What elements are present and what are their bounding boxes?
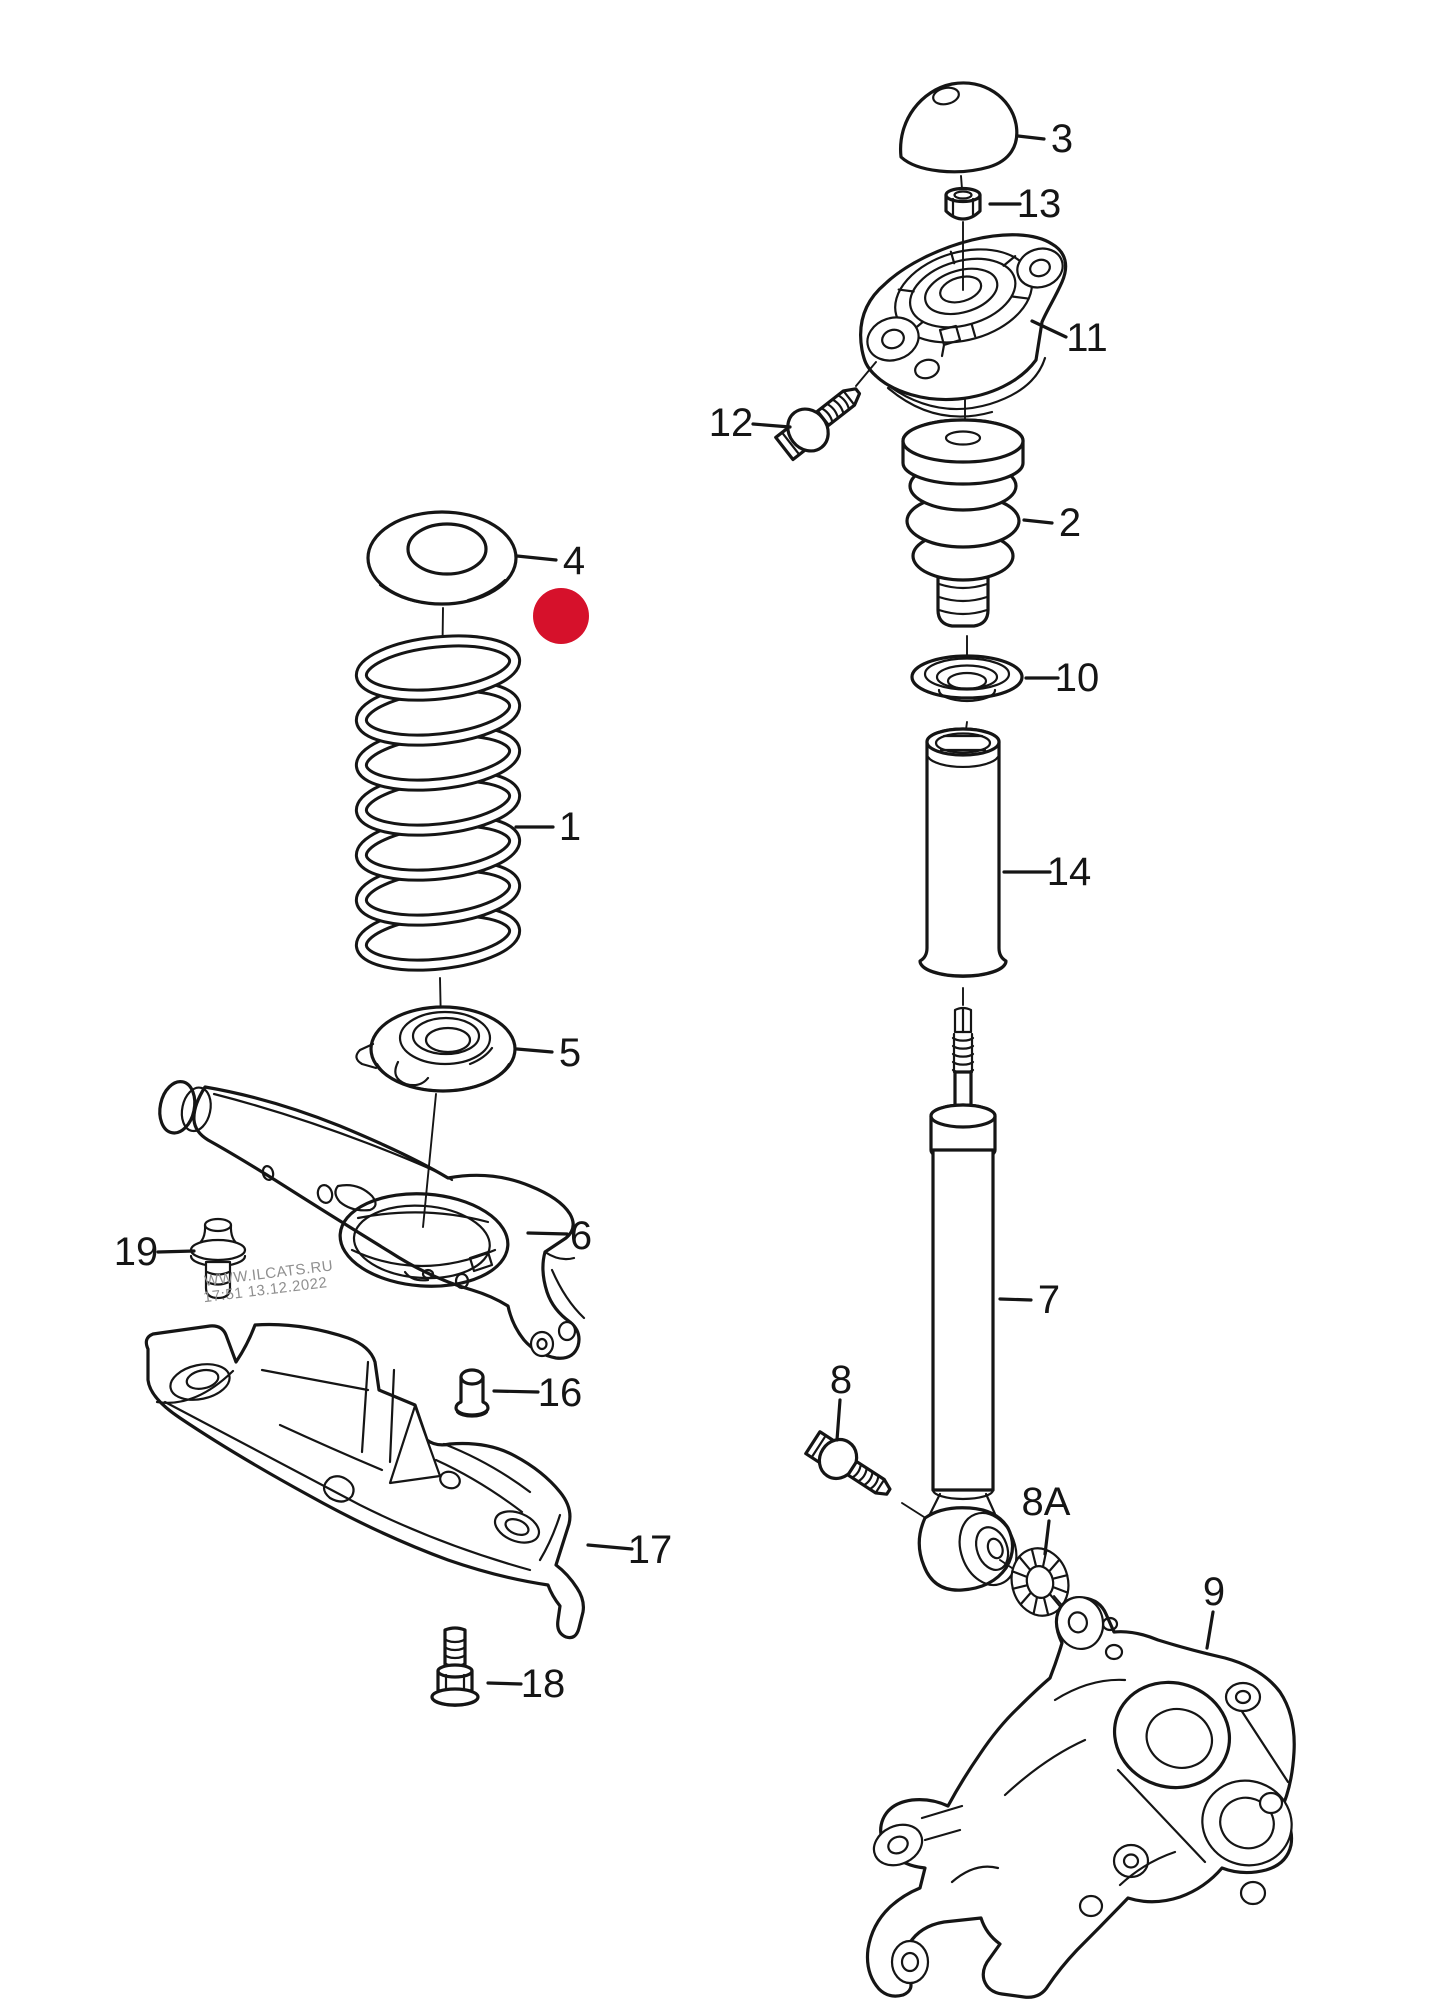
callout-leader-11	[1030, 319, 1068, 339]
axis-cap-nut	[960, 175, 963, 190]
callout-leader-2	[1022, 518, 1054, 525]
callout-leader-8A	[1043, 1519, 1051, 1556]
callout-label-11-suspension-strut-mount: 11	[1066, 316, 1108, 360]
callout-label-7-shock-absorber: 7	[1038, 1278, 1060, 1322]
part-10-spring-washer	[910, 654, 1024, 703]
part-5-lower-spring-seat	[355, 1005, 517, 1093]
callout-leader-9	[1205, 1610, 1215, 1650]
callout-label-3-protective-cap: 3	[1051, 117, 1073, 161]
callout-leader-4	[515, 554, 558, 562]
callout-label-9-wheel-bearing-housing: 9	[1203, 1570, 1225, 1614]
callout-label-18-bolt-cover-plate: 18	[521, 1662, 566, 1706]
selected-part-highlight	[533, 588, 589, 644]
part-1-coil-spring	[354, 634, 522, 972]
callout-leader-17	[586, 1543, 634, 1551]
part-16-buffer-stop	[454, 1368, 490, 1418]
callout-label-5-lower-spring-seat: 5	[559, 1031, 581, 1075]
part-19-clip	[189, 1217, 247, 1300]
part-13-nut	[944, 186, 982, 221]
part-8a-serrated-washer	[1010, 1547, 1070, 1617]
callout-label-8-bolt-lower: 8	[830, 1358, 852, 1402]
callout-leader-19	[156, 1249, 196, 1254]
callout-leader-6	[526, 1231, 569, 1236]
callout-label-10-spring-washer: 10	[1055, 656, 1100, 700]
part-11-strut-mount	[859, 233, 1068, 418]
part-12-bolt	[774, 361, 877, 462]
part-2-bump-stop	[901, 418, 1025, 628]
callout-label-13-nut: 13	[1017, 182, 1062, 226]
callout-label-16-buffer-stop: 16	[538, 1371, 583, 1415]
callout-label-2-bump-stop: 2	[1059, 501, 1081, 545]
callout-leader-16	[492, 1389, 540, 1394]
callout-leader-18	[486, 1681, 523, 1686]
callout-leader-12	[751, 422, 792, 429]
callout-leader-5	[515, 1047, 554, 1054]
callout-label-19-clip: 19	[114, 1230, 159, 1274]
part-14-protective-tube	[918, 727, 1008, 978]
part-18-bolt	[430, 1626, 480, 1707]
callout-leader-8	[835, 1398, 842, 1442]
axis-seat-arm	[422, 1093, 437, 1228]
callout-leader-3	[1016, 134, 1046, 141]
callout-label-1-coil-spring: 1	[559, 805, 581, 849]
part-4-upper-spring-pad	[366, 510, 518, 606]
callout-leader-7	[998, 1297, 1033, 1302]
callout-label-6-lower-control-arm: 6	[570, 1214, 592, 1258]
callout-label-4-upper-spring-pad: 4	[563, 539, 585, 583]
callout-label-8A-serrated-washer: 8A	[1022, 1480, 1071, 1524]
part-8-bolt	[804, 1430, 925, 1518]
part-9-wheel-bearing-housing	[865, 1595, 1296, 1999]
callout-label-17-cover-plate: 17	[628, 1528, 673, 1572]
callout-label-12-bolt-upper: 12	[709, 401, 754, 445]
part-17-cover-plate	[144, 1322, 585, 1640]
part-3-protective-cap	[899, 81, 1019, 174]
callout-label-14-protective-tube: 14	[1047, 850, 1092, 894]
